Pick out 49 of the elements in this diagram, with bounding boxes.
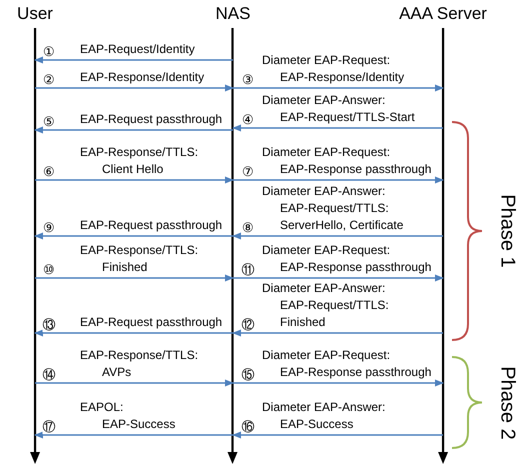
- message-arrow: [233, 379, 444, 387]
- message-arrow: [233, 84, 444, 92]
- message-arrow: [34, 56, 233, 64]
- step-number: ⑥: [43, 165, 55, 179]
- phase-label: Phase 2: [496, 366, 518, 440]
- edge-label: Diameter EAP-Request: EAP-Response passthrough: [262, 347, 432, 381]
- message-arrow: [232, 124, 443, 132]
- message-arrow: [35, 176, 234, 184]
- edge-label: Diameter EAP-Request: EAP-Response passthrough: [262, 242, 432, 276]
- message-arrow: [34, 126, 233, 134]
- participant-label: NAS: [216, 3, 250, 25]
- edge-label: Diameter EAP-Answer: EAP-Request/TTLS-Start: [262, 92, 415, 126]
- message-arrow: [35, 274, 234, 282]
- step-number: ⑭: [42, 368, 56, 382]
- step-number: ①: [43, 45, 55, 59]
- participant-label: User: [17, 3, 53, 25]
- step-number: ⑦: [242, 165, 254, 179]
- step-number: ④: [242, 113, 254, 127]
- edge-label: Diameter EAP-Request: EAP-Response passthrough: [262, 144, 432, 178]
- message-arrow: [34, 329, 233, 337]
- edge-label: EAP-Request passthrough: [80, 111, 222, 128]
- step-number: ⑧: [242, 221, 254, 235]
- step-number: ⑪: [242, 263, 254, 277]
- message-arrow: [35, 379, 234, 387]
- step-number: ⑨: [43, 221, 55, 235]
- step-number: ⑩: [43, 263, 55, 277]
- step-number: ⑯: [242, 420, 254, 434]
- step-number: ⑤: [43, 115, 55, 129]
- edge-label: EAP-Response/Identity: [80, 69, 204, 86]
- message-arrow: [232, 329, 443, 337]
- message-arrow: [233, 274, 444, 282]
- participant-label: AAA Server: [399, 3, 487, 25]
- message-arrow: [232, 232, 443, 240]
- message-arrow: [35, 84, 234, 92]
- edge-label: EAP-Request passthrough: [80, 314, 222, 331]
- edge-label: EAP-Request passthrough: [80, 217, 222, 234]
- phase-label: Phase 1: [496, 194, 518, 268]
- message-arrow: [34, 431, 233, 439]
- edge-label: Diameter EAP-Request: EAP-Response/Identity: [262, 52, 404, 86]
- message-arrow: [232, 431, 443, 439]
- step-number: ⑫: [242, 318, 254, 332]
- step-number: ②: [43, 73, 55, 87]
- step-number: ⑰: [42, 420, 56, 434]
- message-arrow: [34, 232, 233, 240]
- message-arrow: [233, 176, 444, 184]
- step-number: ⑬: [42, 318, 56, 332]
- step-number: ③: [242, 73, 254, 87]
- step-number: ⑮: [242, 368, 254, 382]
- edge-label: EAP-Request/Identity: [80, 41, 195, 58]
